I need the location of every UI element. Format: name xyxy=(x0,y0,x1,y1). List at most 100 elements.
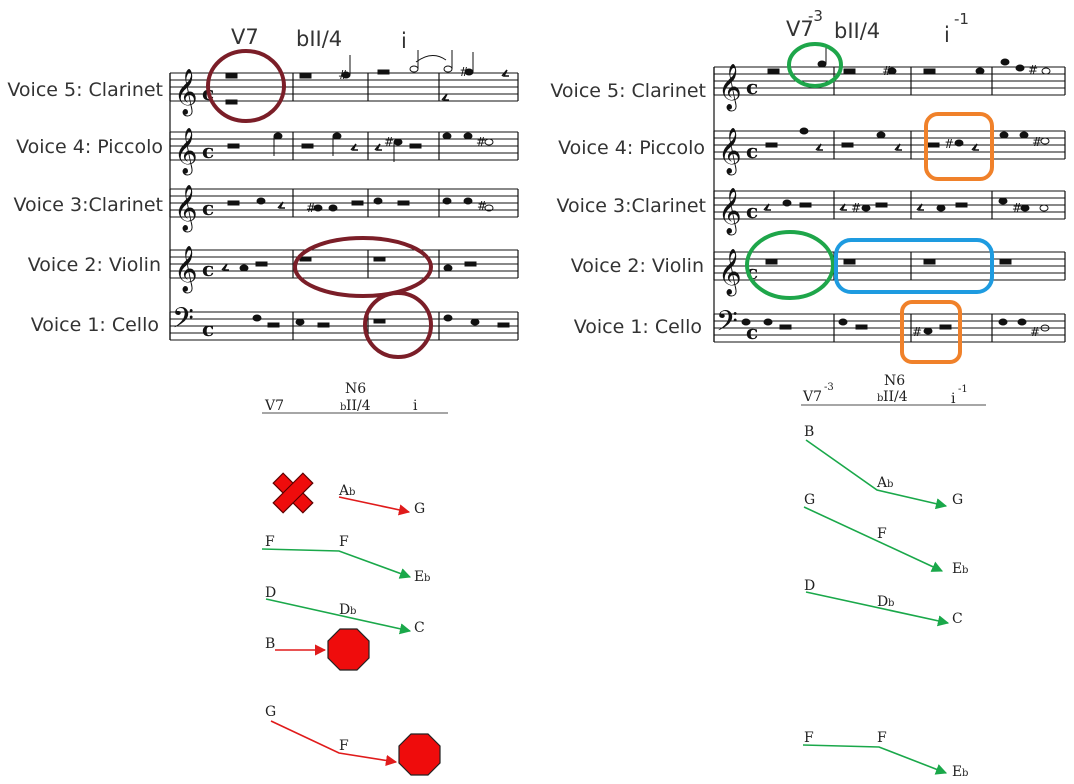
right-voice-labels: Voice 5: Clarinet Voice 4: Piccolo Voice… xyxy=(550,80,706,338)
common-time-icon: c xyxy=(746,320,758,344)
note-name: E xyxy=(952,764,962,780)
left-voice-label-1: Voice 1: Cello xyxy=(31,314,159,336)
left-roman-2: II/4 xyxy=(346,398,371,414)
common-time-icon: c xyxy=(746,75,758,99)
common-time-icon: c xyxy=(202,257,214,281)
treble-clef-icon: 𝄞 xyxy=(718,128,742,176)
right-roman-3-superscript: -1 xyxy=(958,384,968,395)
left-line-2: F F E b xyxy=(261,534,430,585)
treble-clef-icon: 𝄞 xyxy=(174,246,198,294)
treble-clef-icon: 𝄞 xyxy=(718,188,742,236)
flat-sign: b xyxy=(962,565,968,576)
note-name: C xyxy=(414,620,425,636)
tie-mark xyxy=(415,55,447,63)
rest-mark xyxy=(501,69,509,77)
green-motion-arrow xyxy=(265,598,412,635)
right-voice-label-4: Voice 4: Piccolo xyxy=(558,137,705,159)
x-mark-icon xyxy=(272,472,314,514)
svg-text:#: # xyxy=(912,325,922,339)
svg-text:#: # xyxy=(459,65,469,79)
left-chord-symbol-2: bII/4 xyxy=(296,27,342,51)
note-name: A xyxy=(876,475,888,491)
common-time-icon: c xyxy=(202,139,214,163)
right-voice-label-1: Voice 1: Cello xyxy=(574,316,702,338)
flat-sign: b xyxy=(887,479,893,490)
left-score: V7 bII/4 i Voice 5: Clarinet Voice 4: Pi… xyxy=(7,25,519,359)
note-name: D xyxy=(877,594,888,610)
orange-box-highlight xyxy=(924,112,994,181)
left-clefs: 𝄞 𝄞 𝄞 𝄞 𝄢 c c c c c xyxy=(172,69,214,342)
left-roman-3: i xyxy=(413,398,418,414)
note-name: B xyxy=(804,424,814,440)
right-line-3: D D b C xyxy=(804,578,963,627)
left-voice-label-5: Voice 5: Clarinet xyxy=(7,79,163,101)
green-motion-arrow xyxy=(805,591,950,627)
green-motion-arrow xyxy=(803,506,944,572)
right-notation: # # # # # xyxy=(741,45,1051,339)
left-voice-label-4: Voice 4: Piccolo xyxy=(16,136,163,158)
left-notation: # # # # xyxy=(221,50,510,328)
right-analysis: N6 V7 -3 b II/4 i -1 B A b G G F E b D D… xyxy=(801,373,986,780)
red-motion-arrow xyxy=(270,720,398,766)
maroon-circle-highlight xyxy=(293,236,433,298)
svg-text:#: # xyxy=(1012,201,1022,215)
flat-sign: b xyxy=(350,606,356,617)
green-circle-highlight xyxy=(787,42,843,88)
treble-clef-icon: 𝄞 xyxy=(174,128,198,176)
treble-clef-icon: 𝄞 xyxy=(174,69,198,117)
svg-text:#: # xyxy=(477,199,487,213)
right-voice-label-3: Voice 3:Clarinet xyxy=(556,195,706,217)
note-name: D xyxy=(804,578,815,594)
rest-mark xyxy=(299,73,312,79)
stop-sign-icon xyxy=(327,628,370,671)
note-name: F xyxy=(877,730,887,746)
treble-clef-icon: 𝄞 xyxy=(718,249,742,297)
flat-sign: b xyxy=(349,487,355,498)
green-motion-arrow xyxy=(802,744,948,775)
maroon-circle-highlight xyxy=(206,49,286,123)
right-roman-1-superscript: -3 xyxy=(824,382,834,393)
note-name: C xyxy=(952,611,963,627)
right-voice-label-2: Voice 2: Violin xyxy=(571,255,704,277)
flat-sign: b xyxy=(340,402,346,413)
right-line-2: G F E b xyxy=(803,492,968,577)
left-highlights xyxy=(206,49,433,359)
note-name: E xyxy=(414,569,424,585)
right-line-1: B A b G xyxy=(804,424,963,510)
note-name: F xyxy=(877,526,887,542)
right-chord-symbol-1: V7 xyxy=(786,17,814,41)
note-name: F xyxy=(339,534,349,550)
green-motion-arrow xyxy=(805,439,948,510)
right-roman-1: V7 xyxy=(802,389,822,405)
right-roman-2: II/4 xyxy=(883,389,908,405)
flat-sign: b xyxy=(424,573,430,584)
svg-text:#: # xyxy=(1032,135,1042,149)
svg-text:#: # xyxy=(476,135,486,149)
blue-box-highlight xyxy=(834,238,994,294)
right-chord-superscript-3: -1 xyxy=(954,10,969,28)
note-name: A xyxy=(338,483,350,499)
flat-sign: b xyxy=(877,393,883,404)
orange-box-highlight xyxy=(900,300,962,364)
left-analysis: N6 V7 b II/4 i A b G F F E b D xyxy=(261,381,448,776)
note-name: F xyxy=(265,534,275,550)
right-voice-label-5: Voice 5: Clarinet xyxy=(550,80,706,102)
note-name: E xyxy=(952,561,962,577)
svg-text:#: # xyxy=(944,137,954,151)
flat-sign: b xyxy=(962,768,968,779)
right-highlights xyxy=(745,42,994,364)
svg-text:#: # xyxy=(384,135,394,149)
svg-text:#: # xyxy=(1030,325,1040,339)
right-chord-symbols: V7 -3 bII/4 i -1 xyxy=(786,7,969,47)
common-time-icon: c xyxy=(746,139,758,163)
left-chord-symbol-3: i xyxy=(401,29,407,53)
left-roman-1: V7 xyxy=(264,398,284,414)
green-motion-arrow xyxy=(261,548,412,579)
common-time-icon: c xyxy=(202,317,214,341)
bass-clef-icon: 𝄢 xyxy=(716,305,738,345)
left-chord-symbols: V7 bII/4 i xyxy=(231,25,407,53)
left-line-5: G F xyxy=(265,704,441,776)
note-name: B xyxy=(265,636,275,652)
note-name: G xyxy=(414,501,425,517)
stop-sign-icon xyxy=(398,733,441,776)
